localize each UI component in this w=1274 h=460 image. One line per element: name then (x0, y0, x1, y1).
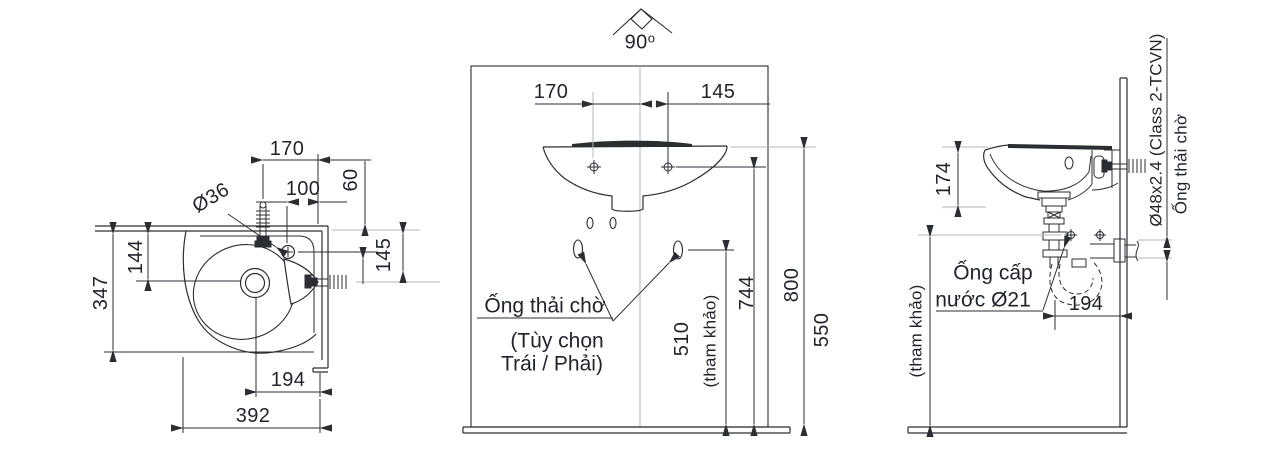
side-view (907, 38, 1172, 438)
dim-top-392: 392 (235, 405, 271, 427)
dim-front-744: 744 (736, 275, 758, 311)
dim-front-550: 550 (811, 312, 833, 348)
dim-top-347: 347 (90, 275, 112, 311)
drain-wait-pipe-label: Ống thải chờ (484, 294, 606, 318)
supply-pipe-label-line1: Ống cấp (953, 261, 1033, 285)
dim-top-194: 194 (270, 369, 306, 391)
dim-side-ref-note: (tham khảo) (906, 284, 926, 378)
side-view-floor (907, 426, 1127, 434)
dim-side-194: 194 (1068, 293, 1104, 315)
dim-top-144: 144 (125, 239, 147, 275)
anchor-bolt-horizontal (304, 274, 347, 289)
dim-side-174: 174 (933, 161, 955, 197)
front-view-rim-shade (572, 140, 692, 147)
side-view-basin-outline (983, 144, 1041, 201)
top-view-dimensions (104, 154, 407, 433)
side-view-bowl-under (1067, 150, 1119, 201)
top-view-basin-outline (182, 230, 317, 354)
drain-fitting (1037, 191, 1071, 268)
dim-front-145: 145 (700, 81, 736, 103)
dim-front-510-ref-note: (tham khảo) (700, 294, 720, 388)
dim-front-510: 510 (671, 321, 693, 357)
top-view (95, 154, 440, 433)
drain-option-line1: (Tùy chọn (510, 329, 604, 353)
dim-top-170: 170 (269, 138, 305, 160)
drain-option-line2: Trái / Phải) (501, 352, 603, 376)
top-view-counter-edge (95, 225, 329, 373)
drain-pipe-spec: Ø48x2.4 (Class 2-TCVN) (1146, 33, 1166, 227)
corner-angle-label: 90o (624, 30, 656, 54)
side-view-dimensions (926, 38, 1171, 438)
side-view-gray-guides (918, 146, 1172, 259)
overflow-hole (1064, 156, 1074, 170)
side-view-bowl-inner (989, 153, 1092, 192)
front-view-floor (462, 426, 791, 434)
supply-pipe-label-line2: nước Ø21 (935, 288, 1031, 312)
dim-front-800: 800 (781, 267, 803, 303)
side-anchor-bolt (1101, 159, 1146, 173)
angle-marker (612, 8, 673, 36)
p-trap (1049, 238, 1139, 306)
top-view-drain-outer (239, 267, 271, 299)
side-view-wall (1119, 77, 1128, 427)
supply-hole-crosses (1065, 229, 1106, 241)
mounting-hole-crosses (587, 160, 766, 174)
top-view-ledge (283, 258, 319, 305)
drain-holes (572, 216, 734, 260)
dim-top-145: 145 (373, 237, 395, 273)
front-view (462, 8, 816, 437)
front-view-dimensions (477, 92, 808, 437)
dim-front-170: 170 (533, 81, 569, 103)
front-view-basin-outline (542, 145, 728, 212)
anchor-bolt-vertical (254, 201, 272, 248)
top-view-drain-inner (244, 272, 266, 294)
side-view-rim-shade (1008, 144, 1112, 150)
front-view-rim (542, 145, 728, 148)
dim-top-100: 100 (285, 178, 321, 200)
dim-top-60: 60 (340, 168, 362, 192)
drain-wait-pipe-side-label: Ống thải chờ (1171, 113, 1191, 215)
